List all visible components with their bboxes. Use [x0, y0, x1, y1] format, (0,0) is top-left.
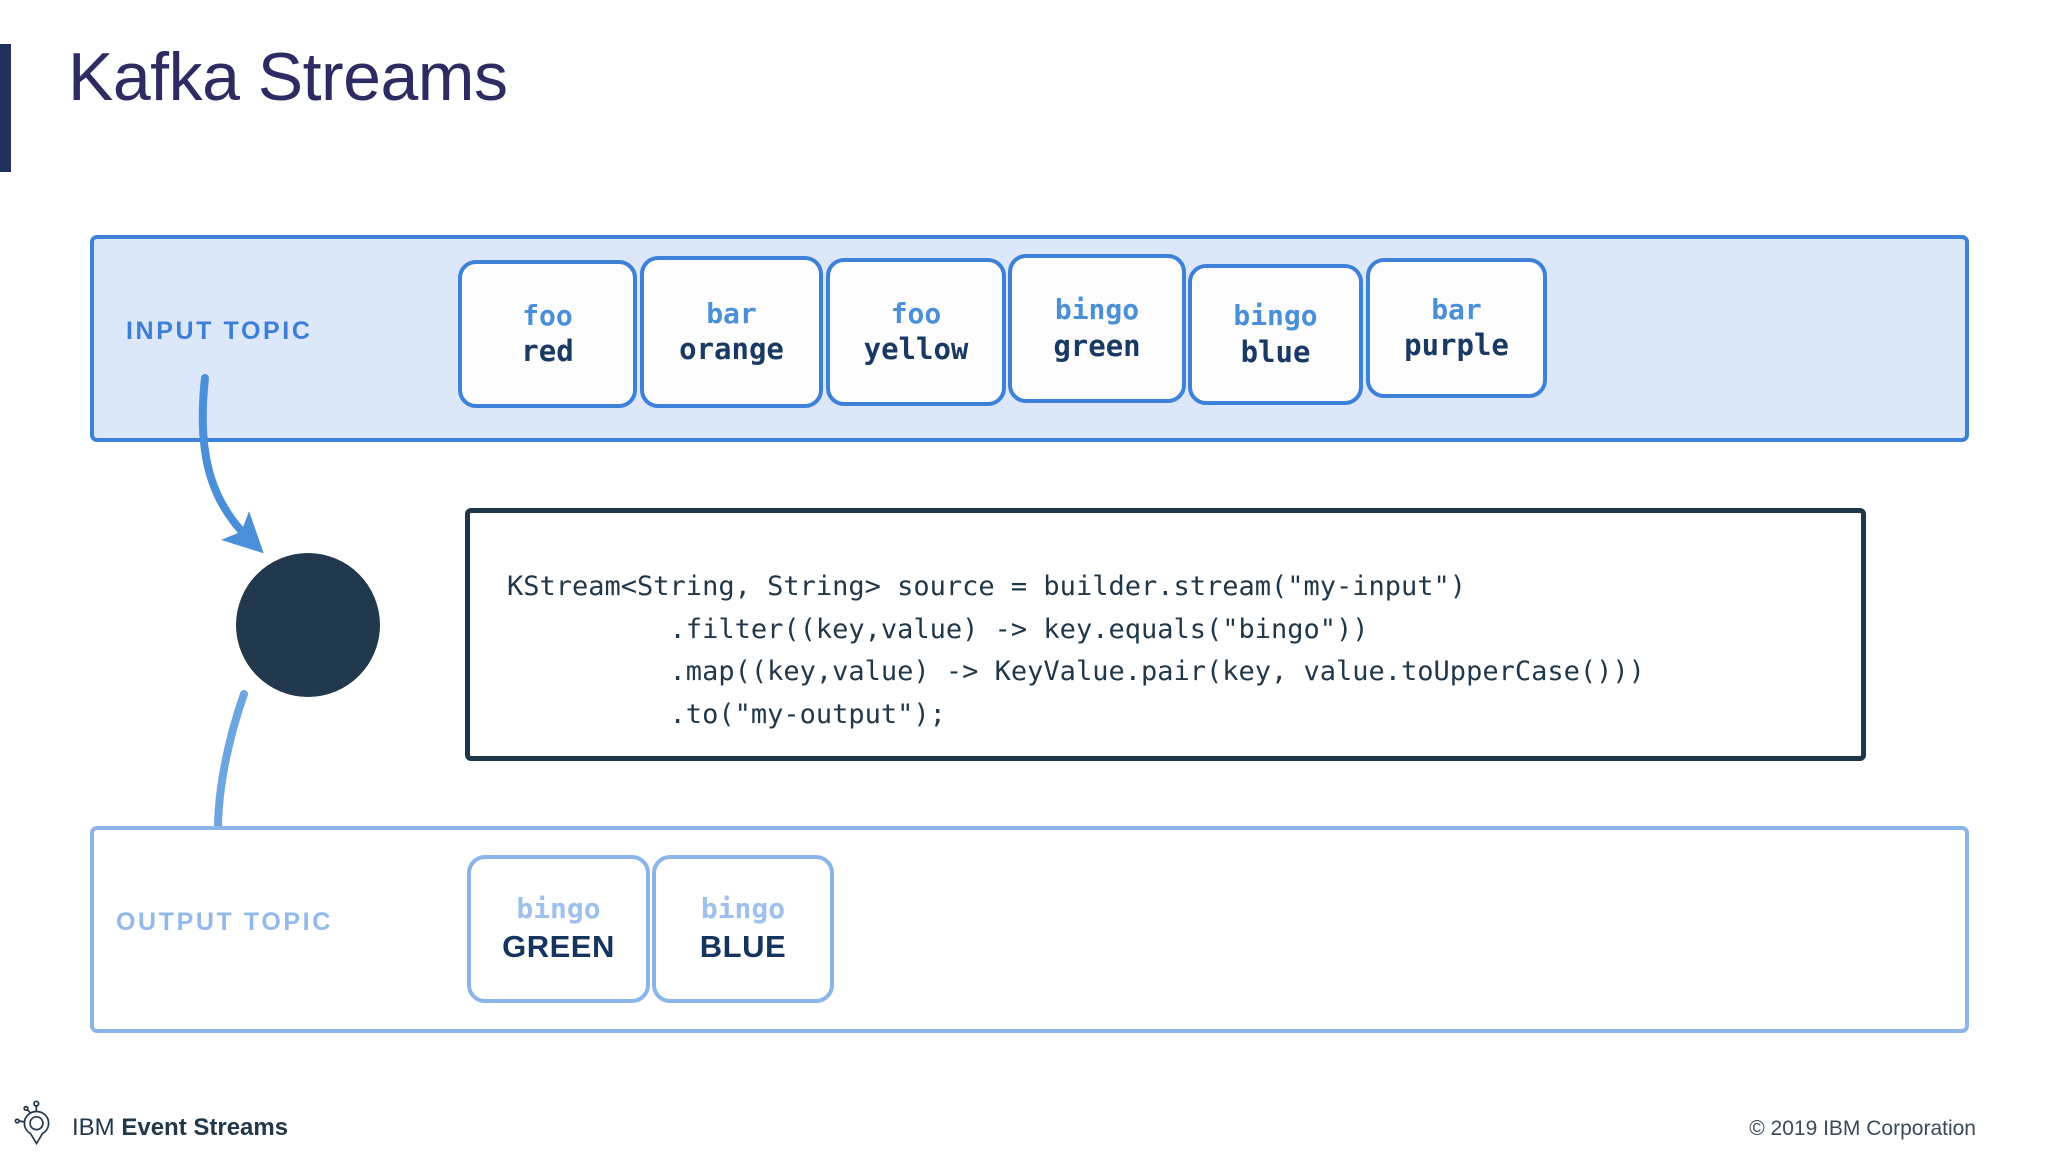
- footer-brand-product: Event Streams: [121, 1114, 289, 1141]
- message-value: green: [1053, 328, 1141, 363]
- output-topic-label: OUTPUT TOPIC: [116, 908, 333, 936]
- input-message-card[interactable]: bar orange: [640, 256, 823, 408]
- message-value: blue: [1240, 334, 1311, 369]
- output-message-card[interactable]: bingo GREEN: [467, 855, 650, 1003]
- message-key: foo: [890, 296, 942, 330]
- input-message-card[interactable]: foo red: [458, 260, 637, 408]
- code-snippet: KStream<String, String> source = builder…: [507, 571, 1645, 730]
- message-value: GREEN: [502, 929, 615, 965]
- message-key: bar: [706, 296, 757, 330]
- input-message-card[interactable]: bingo green: [1008, 254, 1186, 403]
- message-value: red: [521, 334, 574, 369]
- message-value: BLUE: [699, 929, 787, 965]
- message-key: bingo: [1054, 293, 1140, 327]
- message-value: purple: [1404, 328, 1509, 363]
- message-value: yellow: [863, 332, 969, 367]
- input-message-card[interactable]: bingo blue: [1188, 264, 1363, 405]
- footer-brand: IBM Event Streams: [72, 1114, 288, 1142]
- stream-processor-node: [236, 553, 380, 697]
- message-key: foo: [522, 298, 573, 332]
- message-key: bingo: [1233, 299, 1318, 333]
- message-key: bingo: [700, 891, 786, 925]
- ibm-event-streams-logo-icon: [14, 1100, 50, 1146]
- message-key: bingo: [516, 891, 601, 925]
- code-block-container: KStream<String, String> source = builder…: [465, 508, 1866, 761]
- title-accent-bar: [0, 44, 11, 172]
- input-topic-label: INPUT TOPIC: [126, 317, 313, 345]
- input-message-card[interactable]: bar purple: [1366, 258, 1547, 398]
- output-topic-container: OUTPUT TOPIC: [90, 826, 1969, 1033]
- message-key: bar: [1431, 292, 1482, 326]
- footer-copyright: © 2019 IBM Corporation: [1749, 1117, 1976, 1140]
- output-message-card[interactable]: bingo BLUE: [652, 855, 834, 1003]
- message-value: orange: [679, 332, 784, 367]
- input-message-card[interactable]: foo yellow: [826, 258, 1006, 406]
- footer-brand-ibm: IBM: [72, 1114, 115, 1141]
- page-title: Kafka Streams: [68, 39, 508, 115]
